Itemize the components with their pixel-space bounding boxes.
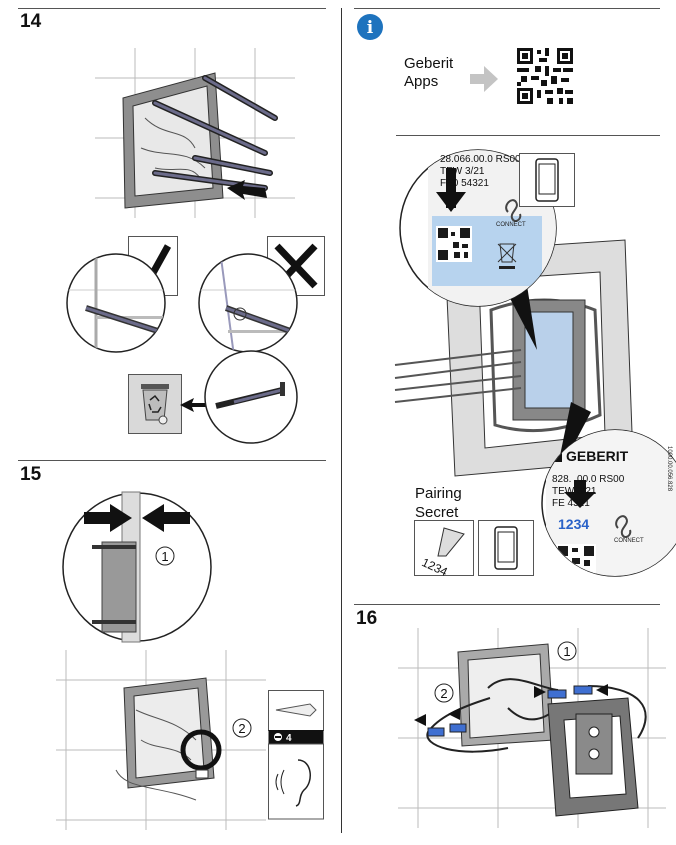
press-right-arrow xyxy=(84,504,132,532)
step16-marker-1-icon: 1 xyxy=(557,641,577,661)
step-number-15: 15 xyxy=(20,464,42,485)
push-arrow-icon xyxy=(227,180,267,200)
smartphone-icon-bottom xyxy=(478,520,534,576)
label-bottom-line2: TEW 3/21 xyxy=(552,486,597,497)
rule-step-16 xyxy=(354,604,660,605)
step16-marker-2-icon: 2 xyxy=(434,683,454,703)
pairing-secret-line1: Pairing xyxy=(415,485,462,502)
anchor-removal-detail xyxy=(204,350,298,444)
label-bottom-code: 1234 xyxy=(558,516,589,532)
smartphone-icon-top xyxy=(519,153,575,207)
step15-marker-1: 1 xyxy=(161,549,168,564)
step15-installation-illustration xyxy=(56,650,266,830)
step16-marker-1: 1 xyxy=(563,644,570,659)
label-magnifier-bottom: GEBERIT 828. .00.0 RS00 TEW 3/21 FE 4321… xyxy=(541,429,676,577)
press-left-arrow xyxy=(142,504,190,532)
anchor-correct-detail xyxy=(66,253,166,353)
step15-marker-2: 2 xyxy=(238,721,245,736)
step-number-16: 16 xyxy=(356,608,378,629)
label-top-line2: TEW 3/21 xyxy=(440,166,485,177)
label-top-line1: 28.066.00.0 RS00 xyxy=(440,154,521,165)
info-icon: i xyxy=(357,14,383,40)
step16-marker-2: 2 xyxy=(440,686,447,701)
pairing-secret-line2: Secret xyxy=(415,504,459,521)
label-bottom-line3: FE 4321 xyxy=(552,498,590,509)
arrow-right-icon xyxy=(470,66,498,92)
apps-label-line2: Apps xyxy=(404,73,439,90)
label-top-connect: CONNECT xyxy=(496,222,526,228)
column-divider xyxy=(341,8,342,833)
step16-connection-illustration xyxy=(398,628,666,828)
apps-label-line1: Geberit xyxy=(404,55,454,72)
pen-writing-icon: 1234 xyxy=(414,520,474,579)
info-icon-glyph: i xyxy=(367,18,374,38)
step-number-14: 14 xyxy=(20,11,42,32)
label-top-line3: FE0 54321 xyxy=(440,178,489,189)
rule-info-separator xyxy=(396,135,660,136)
top-rule-left xyxy=(18,8,326,9)
recycle-bin-icon xyxy=(128,374,182,434)
label-bottom-line1: 828. .00.0 RS00 xyxy=(552,474,625,485)
qr-code-apps xyxy=(517,48,573,104)
step15-press-detail: 1 xyxy=(62,491,212,643)
label-bottom-connect: CONNECT xyxy=(614,538,644,544)
step15-marker-2-icon: 2 xyxy=(232,718,252,738)
geberit-apps-label: Geberit Apps xyxy=(404,55,453,91)
rule-step-15 xyxy=(18,460,326,461)
top-rule-right xyxy=(354,8,660,9)
tool-panel: 4 xyxy=(268,690,324,820)
label-bottom-side-text: 1000.00.056.828 xyxy=(666,446,672,492)
pairing-secret-label: Pairing Secret xyxy=(415,484,462,522)
label-bottom-brand: GEBERIT xyxy=(566,448,629,464)
arrow-left-icon xyxy=(180,398,210,412)
step14-installation-illustration xyxy=(95,48,295,218)
minus-4-label: 4 xyxy=(286,733,292,744)
anchor-wrong-detail xyxy=(198,253,298,353)
